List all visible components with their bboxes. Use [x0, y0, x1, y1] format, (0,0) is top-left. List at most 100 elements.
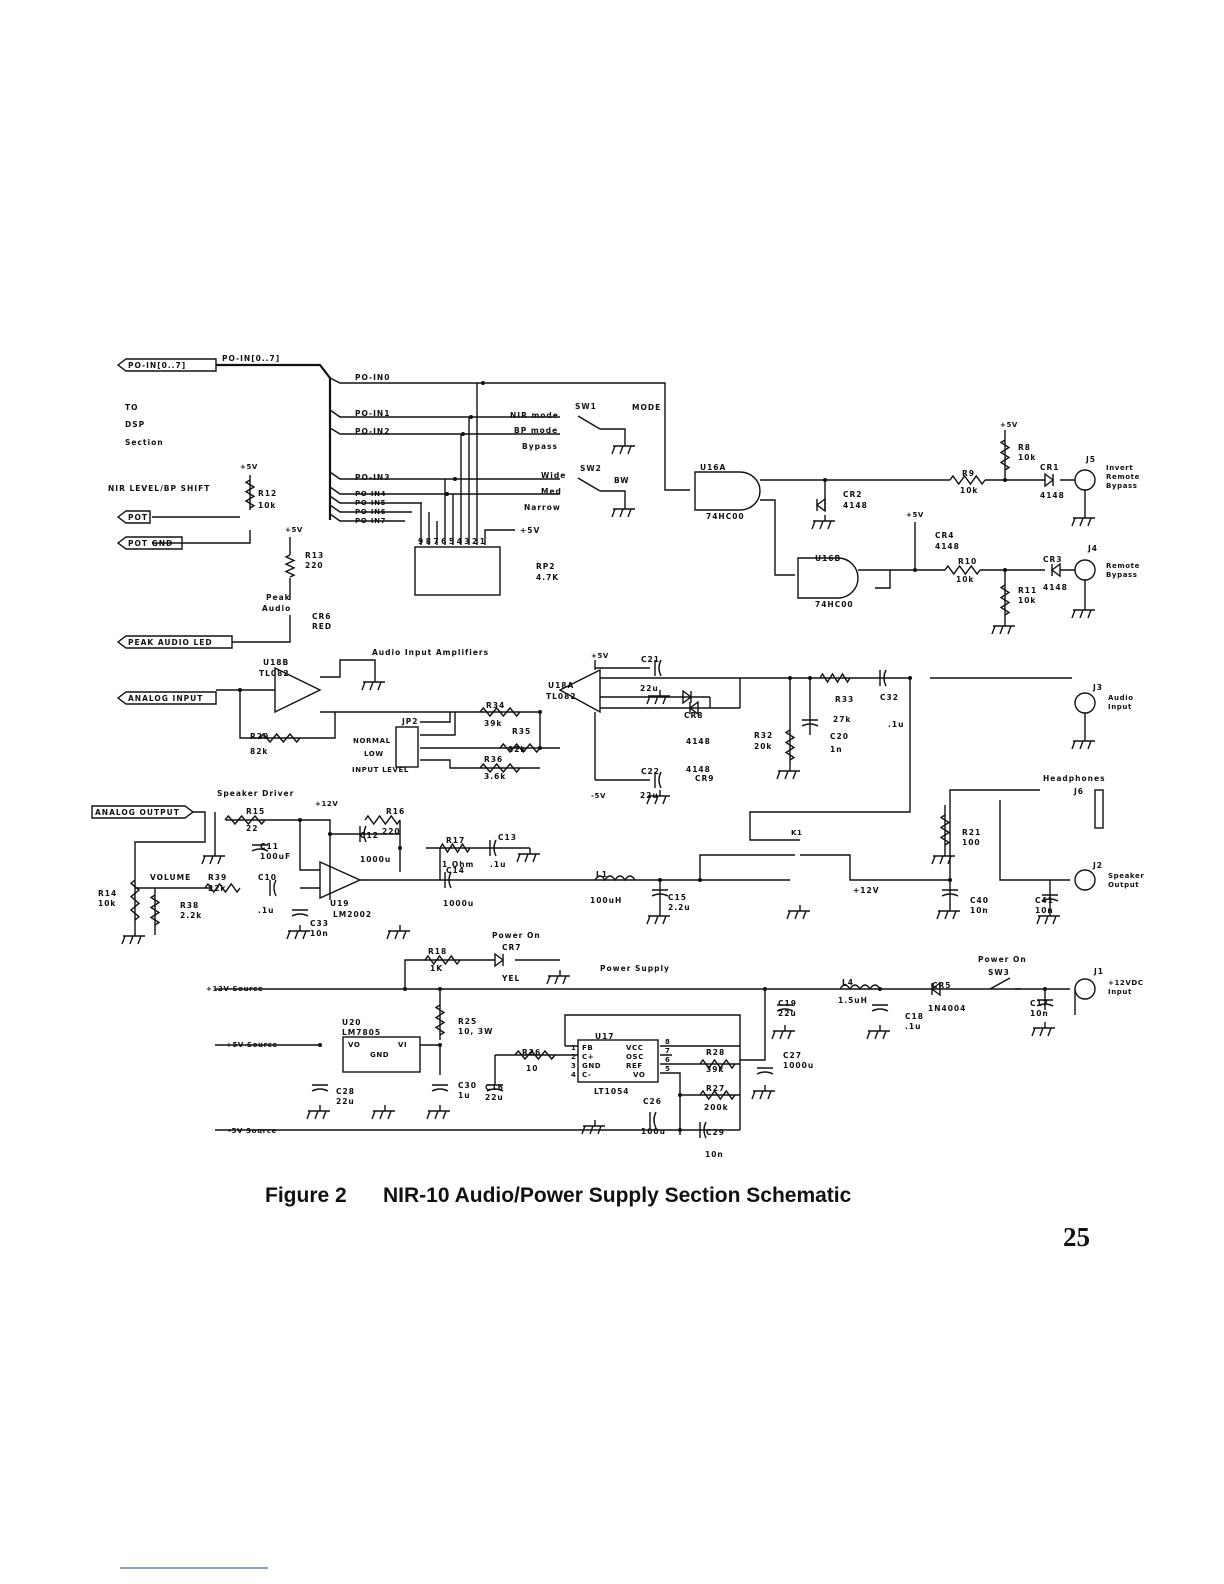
- r17-label: R17: [446, 836, 465, 845]
- analog-input-label: ANALOG INPUT: [128, 694, 203, 703]
- ground-icon: [776, 765, 800, 780]
- line-po-in7: PO-IN7: [355, 517, 386, 525]
- c21-value: 22u: [640, 684, 659, 693]
- r13-label: R13: [305, 551, 324, 560]
- volume-label: VOLUME: [150, 873, 191, 882]
- j5-desc-2: Remote: [1106, 473, 1140, 481]
- u17-pin5: 5: [665, 1065, 670, 1073]
- r12-value: 10k: [258, 501, 276, 510]
- u17-vcc: VCC: [626, 1044, 644, 1052]
- diode-icon: [815, 497, 826, 513]
- u17-pin7: 7: [665, 1047, 670, 1055]
- c14-value: 1000u: [443, 899, 474, 908]
- peak-label: Peak: [266, 593, 291, 602]
- r38-value: 2.2k: [180, 911, 202, 920]
- u17-cminus: C-: [582, 1071, 591, 1079]
- cr4-label: CR4: [935, 531, 955, 540]
- bw-label: BW: [614, 476, 630, 485]
- k1-label: K1: [791, 829, 803, 837]
- cr8-label: CR8: [684, 711, 704, 720]
- j1-desc-1: +12VDC: [1108, 979, 1144, 987]
- sw3-power-on: Power On: [978, 955, 1027, 964]
- r12-label: R12: [258, 489, 277, 498]
- med-label: Med: [541, 487, 562, 496]
- c28-value: 22u: [336, 1097, 355, 1106]
- resistor-icon: [784, 729, 796, 761]
- u17-pin8: 8: [665, 1038, 670, 1046]
- j5-desc-3: Bypass: [1106, 482, 1138, 490]
- r39-label: R39: [208, 873, 227, 882]
- ground-icon: [516, 848, 540, 863]
- r34-label: R34: [486, 701, 505, 710]
- c17-value: 10n: [1030, 1009, 1049, 1018]
- to-label: TO: [125, 403, 139, 412]
- cr3-label: CR3: [1043, 555, 1063, 564]
- bus-connector[interactable]: [116, 358, 217, 372]
- j6-label: J6: [1073, 787, 1084, 796]
- c41-label: C41: [1035, 896, 1054, 905]
- u16b-label: U16B: [815, 554, 841, 563]
- capacitor-icon: [489, 839, 497, 857]
- ground-icon: [611, 503, 635, 518]
- rp2-label: RP2: [536, 562, 556, 571]
- r35-value: 82k: [508, 745, 526, 754]
- figure-number: Figure 2: [265, 1184, 347, 1207]
- cr7-label: CR7: [502, 943, 522, 952]
- junction-dot: [469, 415, 473, 419]
- source-5v: +5V Source: [226, 1041, 278, 1049]
- capacitor-icon: [311, 1084, 329, 1092]
- bp-mode-label: BP mode: [514, 426, 558, 435]
- ground-icon: [386, 925, 410, 940]
- power-supply-section: Power On CR7 YEL R18 1K Power Supply +12…: [206, 931, 1144, 1159]
- resistor-icon: [939, 814, 951, 846]
- c32-value: .1u: [888, 720, 904, 729]
- bus-label: PO-IN[0..7]: [222, 354, 280, 363]
- r8-5v: +5V: [1000, 421, 1018, 429]
- u20-gnd: GND: [370, 1051, 389, 1059]
- r9-label: R9: [962, 469, 975, 478]
- u18a-minus5v: -5V: [591, 792, 606, 800]
- junction-dot: [808, 676, 812, 680]
- junction-dot: [948, 878, 952, 882]
- resistor-icon: [284, 554, 296, 578]
- r33-label: R33: [835, 695, 854, 704]
- resistor-icon: [439, 842, 471, 854]
- pot-connector[interactable]: [116, 510, 151, 524]
- u20-vi: VI: [398, 1041, 407, 1049]
- dsp-label: DSP: [125, 420, 145, 429]
- capacitor-icon: [431, 1084, 449, 1092]
- u17-label: U17: [595, 1032, 615, 1041]
- peak-led-connector[interactable]: [116, 635, 233, 649]
- section-label: Section: [125, 438, 164, 447]
- resistor-icon: [149, 894, 161, 926]
- analog-output-connector[interactable]: [91, 805, 195, 819]
- j2-desc-2: Output: [1108, 881, 1139, 889]
- c11-label: C11: [260, 842, 279, 851]
- c19-value: 22u: [778, 1009, 797, 1018]
- jp2-jumper[interactable]: [395, 726, 419, 768]
- line-po-in4: PO-IN4: [355, 490, 386, 498]
- ground-icon: [361, 676, 385, 691]
- u16a-type: 74HC00: [706, 512, 745, 521]
- ground-icon: [581, 1120, 605, 1135]
- speaker-driver-title: Speaker Driver: [217, 789, 294, 798]
- capacitor-icon: [801, 719, 819, 727]
- u16b-type: 74HC00: [815, 600, 854, 609]
- c33-label: C33: [310, 919, 329, 928]
- analog-input-connector[interactable]: [116, 691, 217, 705]
- ground-icon: [811, 515, 835, 530]
- resistor-icon: [204, 882, 241, 894]
- u20-label: U20: [342, 1018, 362, 1027]
- cr7-power-on: Power On: [492, 931, 541, 940]
- c32-label: C32: [880, 693, 899, 702]
- ground-icon: [1071, 512, 1095, 527]
- pot-gnd-connector[interactable]: [116, 536, 183, 550]
- cr6-label: CR6: [312, 612, 332, 621]
- c33-value: 10n: [310, 929, 329, 938]
- c21-label: C21: [641, 655, 660, 664]
- capacitor-icon: [251, 844, 269, 852]
- r15-value: 22: [246, 824, 258, 833]
- resistor-icon: [699, 1058, 736, 1070]
- diode-icon: [930, 981, 941, 997]
